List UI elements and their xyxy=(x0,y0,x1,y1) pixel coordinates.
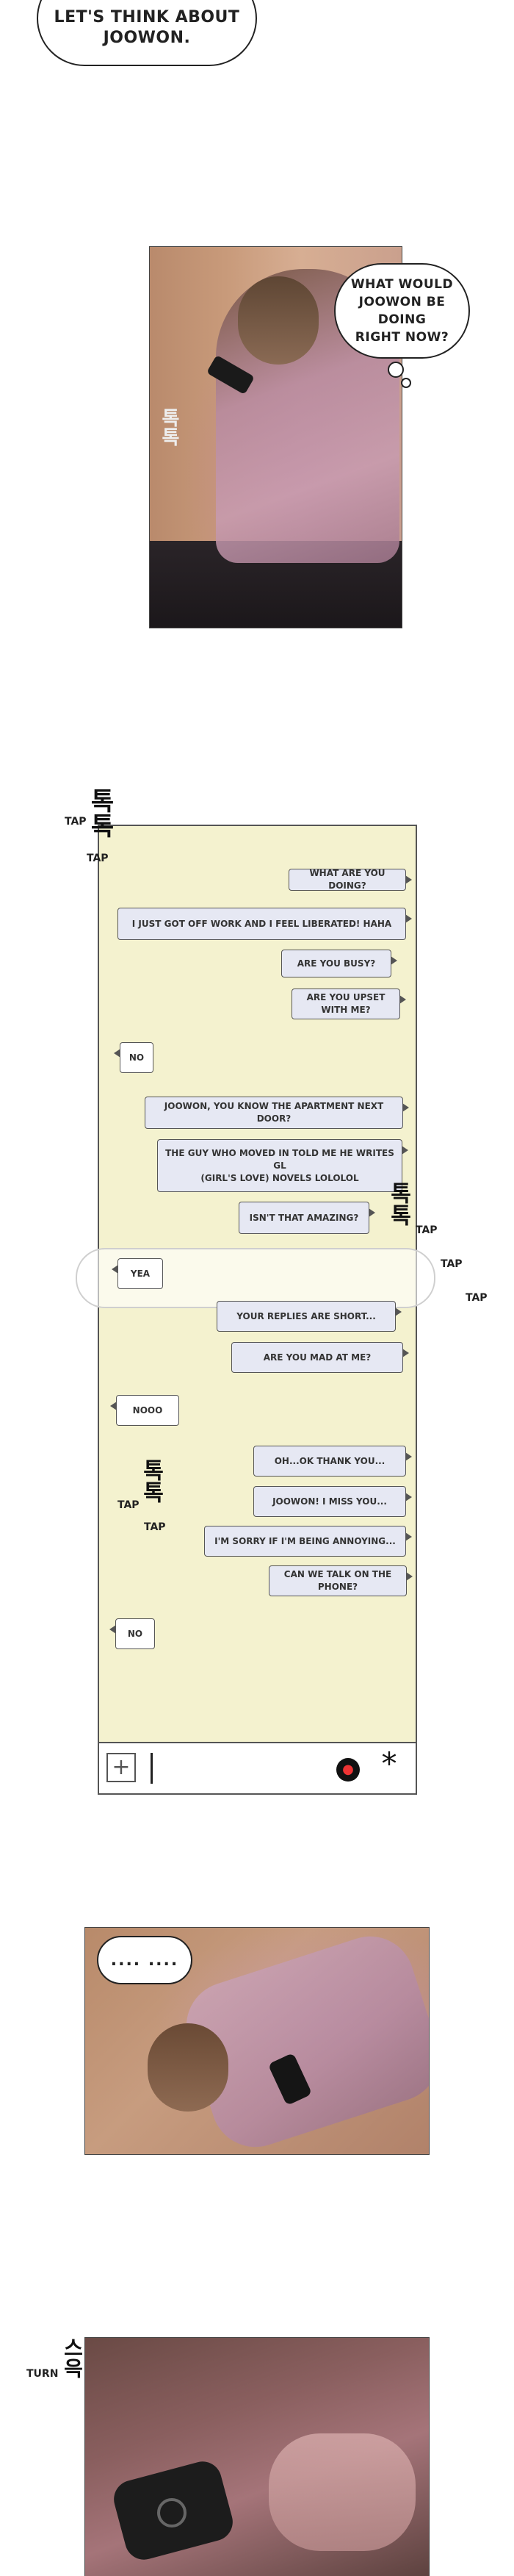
chat-message-outgoing: THE GUY WHO MOVED IN TOLD ME HE WRITES G… xyxy=(157,1139,408,1192)
chat-message-outgoing: CAN WE TALK ON THE PHONE? xyxy=(269,1565,413,1596)
sfx-tap-korean: 톡톡 xyxy=(158,408,180,446)
chat-message-outgoing: I'M SORRY IF I'M BEING ANNOYING... xyxy=(204,1526,412,1557)
chat-message-outgoing: ARE YOU MAD AT ME? xyxy=(231,1342,409,1373)
panel-lying-down xyxy=(84,1927,430,2155)
add-attachment-button[interactable]: + xyxy=(106,1753,136,1782)
chat-message-incoming: YEA xyxy=(112,1258,163,1289)
character-head xyxy=(148,2023,228,2112)
chat-input-bar[interactable] xyxy=(98,1742,417,1795)
thought-line-2: JOOWON BE DOING xyxy=(358,295,446,327)
thought-line-1: WHAT WOULD xyxy=(350,277,454,292)
sfx-tap: TAP xyxy=(65,816,87,828)
chat-message-outgoing: I JUST GOT OFF WORK AND I FEEL LIBERATED… xyxy=(117,908,412,940)
send-button[interactable]: * xyxy=(381,1746,397,1782)
sfx-tap-korean: 톡톡 xyxy=(138,1459,164,1503)
chat-message-line: (GIRL'S LOVE) NOVELS LOLOLOL xyxy=(200,1172,359,1183)
sfx-tap: TAP xyxy=(441,1258,463,1270)
sfx-tap: TAP xyxy=(87,853,109,864)
chat-message-incoming: NOOO xyxy=(110,1395,179,1426)
sfx-tap: TAP xyxy=(117,1499,140,1511)
narration-bubble: LET'S THINK ABOUT JOOWON. xyxy=(37,0,257,66)
chat-message-outgoing: WHAT ARE YOU DOING? xyxy=(289,868,412,891)
sfx-tap-korean: 톡톡 xyxy=(85,788,115,838)
thought-bubble: WHAT WOULD JOOWON BE DOING RIGHT NOW? xyxy=(334,263,470,359)
sfx-tap: TAP xyxy=(144,1521,166,1533)
chat-message-outgoing: JOOWON, YOU KNOW THE APARTMENT NEXT DOOR… xyxy=(145,1097,409,1129)
sfx-tap-korean: 톡톡 xyxy=(386,1182,411,1226)
narration-line-2: JOOWON. xyxy=(103,29,191,47)
chat-message-incoming: NO xyxy=(109,1618,155,1649)
chat-message-outgoing: JOOWON! I MISS YOU... xyxy=(253,1486,412,1517)
text-cursor xyxy=(151,1753,153,1784)
sfx-tap: TAP xyxy=(416,1224,438,1236)
chat-message-line: THE GUY WHO MOVED IN TOLD ME HE WRITES G… xyxy=(165,1147,394,1171)
thought-line-3: RIGHT NOW? xyxy=(355,330,449,345)
ellipsis-bubble: .... .... xyxy=(97,1936,192,1984)
chat-message-outgoing: ARE YOU UPSET WITH ME? xyxy=(292,989,406,1019)
thought-dot xyxy=(388,362,404,378)
sfx-tap: TAP xyxy=(466,1292,488,1304)
chat-message-outgoing: ARE YOU BUSY? xyxy=(281,950,397,977)
thought-dot xyxy=(401,378,411,388)
chat-message-outgoing: YOUR REPLIES ARE SHORT... xyxy=(217,1301,402,1332)
narration-line-1: LET'S THINK ABOUT xyxy=(54,8,240,26)
character-head xyxy=(238,276,319,365)
camera-lens-icon xyxy=(157,2498,187,2527)
chat-message-outgoing: OH...OK THANK YOU... xyxy=(253,1446,412,1477)
hand-shape xyxy=(269,2433,416,2551)
chat-message-outgoing: ISN'T THAT AMAZING? xyxy=(239,1202,375,1234)
emoji-icon[interactable]: ● xyxy=(336,1758,360,1782)
panel-phone-closeup xyxy=(84,2337,430,2576)
sfx-turn: TURN xyxy=(26,2368,59,2380)
sfx-turn-korean: 스윽 xyxy=(60,2337,84,2378)
chat-message-incoming: NO xyxy=(114,1042,153,1073)
